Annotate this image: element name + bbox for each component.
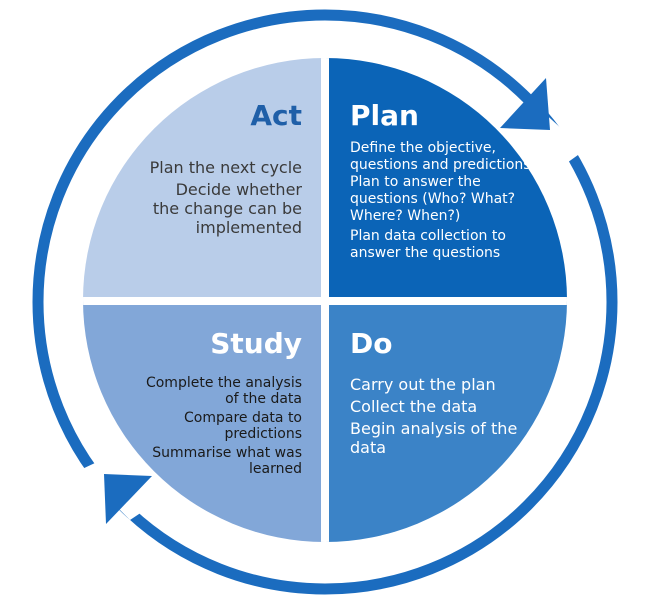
study-line-1: Complete the analysis of the data: [145, 375, 302, 407]
plan-line-1: Define the objective, questions and pred…: [350, 140, 536, 224]
cycle-ring: [32, 9, 618, 595]
plan-title: Plan: [350, 99, 419, 132]
plan-line-2: Plan data collection to answer the quest…: [350, 228, 506, 261]
do-body: Carry out the plan Collect the data Begi…: [350, 375, 525, 460]
do-line-3: Begin analysis of the data: [350, 419, 518, 457]
do-title: Do: [350, 327, 393, 360]
act-quadrant: [83, 58, 325, 300]
study-body: Complete the analysis of the data Compar…: [140, 375, 302, 480]
plan-body: Define the objective, questions and pred…: [350, 140, 550, 265]
act-line-1: Plan the next cycle: [149, 158, 302, 177]
act-title: Act: [250, 99, 302, 132]
do-line-2: Collect the data: [350, 397, 478, 416]
act-line-2: Decide whether the change can be impleme…: [152, 180, 302, 237]
study-line-2: Compare data to predictions: [184, 410, 302, 442]
act-body: Plan the next cycle Decide whether the c…: [148, 158, 302, 240]
horizontal-divider: [83, 297, 567, 305]
study-line-3: Summarise what was learned: [152, 445, 302, 477]
do-line-1: Carry out the plan: [350, 375, 496, 394]
top-arrow-icon: [500, 78, 550, 130]
study-title: Study: [210, 327, 302, 360]
bottom-arrow-icon: [104, 474, 152, 524]
